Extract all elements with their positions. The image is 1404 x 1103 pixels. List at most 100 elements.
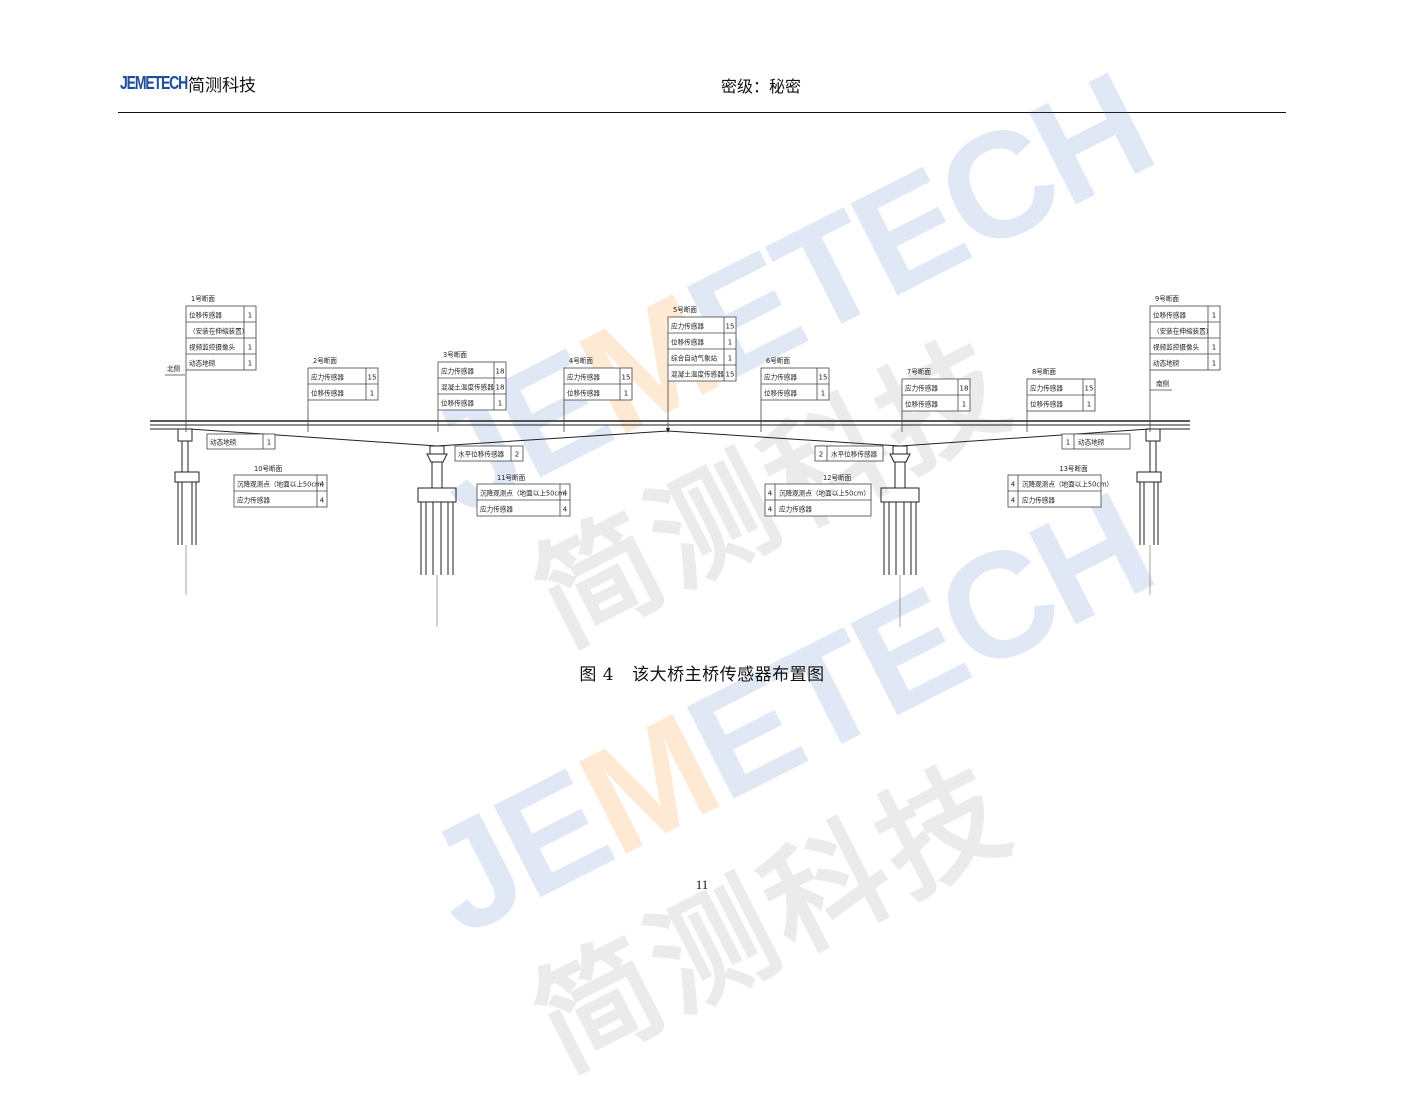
pier-section-10-title: 10号断面 xyxy=(254,464,283,473)
deck-box-2-row-count: 2 xyxy=(515,451,519,459)
section-7-row-count: 18 xyxy=(960,385,969,393)
section-1-row-count: 1 xyxy=(248,344,252,352)
section-9-row-text: 位移传感器 xyxy=(1153,311,1186,320)
pier-right-capital xyxy=(889,453,911,463)
pier-right-footing xyxy=(880,487,920,503)
section-2-row-text: 位移传感器 xyxy=(311,389,344,398)
deck-box-2-row-text: 水平位移传感器 xyxy=(458,450,505,459)
section-3-row-count: 18 xyxy=(496,384,505,392)
section-5-row-count: 1 xyxy=(728,355,732,363)
pier-section-11-row-text: 沉降观测点（地面以上50cm） xyxy=(480,489,571,498)
section-7-row-count: 1 xyxy=(962,401,966,409)
section-7-title: 7号断面 xyxy=(907,367,931,376)
section-5-row-text: 位移传感器 xyxy=(671,338,704,347)
deck-box-4-frame xyxy=(1061,433,1131,450)
bridge-structure xyxy=(150,420,1190,575)
secrecy-level: 密级：秘密 xyxy=(721,77,802,96)
deck-box-2-frame xyxy=(454,445,524,462)
section-9-row-text: （安装在伸缩装置） xyxy=(1153,327,1212,336)
section-7-row-text: 应力传感器 xyxy=(905,384,938,393)
figure-number: 图 4 xyxy=(579,665,615,685)
section-2-row-text: 应力传感器 xyxy=(311,373,344,382)
section-1-row-text: 视频监控摄像头 xyxy=(189,343,236,352)
pier-section-13-row-count: 4 xyxy=(1011,497,1016,505)
pier-section-11-row-count: 4 xyxy=(563,490,568,498)
section-8-row-count: 1 xyxy=(1087,401,1091,409)
deck-box-3-row-count: 2 xyxy=(819,451,823,459)
section-5-row-text: 应力传感器 xyxy=(671,322,704,331)
section-1-row-count: 1 xyxy=(248,360,252,368)
section-1-row-count: 1 xyxy=(248,312,252,320)
company-logo: JEMETECH 简测科技 xyxy=(120,72,256,96)
pier-section-11-row-text: 应力传感器 xyxy=(480,505,513,514)
pier-section-10-row-text: 应力传感器 xyxy=(237,496,270,505)
section-1-title: 1号断面 xyxy=(191,294,215,303)
pier-section-10-row-text: 沉降观测点（地面以上50cm） xyxy=(237,480,328,489)
section-3-row-count: 1 xyxy=(498,400,502,408)
section-9-row-text: 视频监控摄像头 xyxy=(1153,343,1200,352)
section-2-row-count: 1 xyxy=(370,390,374,398)
section-2-title: 2号断面 xyxy=(313,356,337,365)
section-6-row-text: 应力传感器 xyxy=(764,373,797,382)
section-5-row-text: 综合自动气象站 xyxy=(671,354,718,363)
section-5-title: 5号断面 xyxy=(673,305,697,314)
abutment-north-cap xyxy=(177,428,193,442)
pier-section-10-row-count: 4 xyxy=(320,481,325,489)
section-3-title: 3号断面 xyxy=(443,350,467,359)
pier-section-13-title: 13号断面 xyxy=(1060,464,1089,473)
pier-section-11-row-count: 4 xyxy=(563,506,568,514)
abutment-south-footing xyxy=(1136,471,1162,483)
pier-section-10-row-count: 4 xyxy=(320,497,325,505)
pier-section-12-title: 12号断面 xyxy=(823,473,852,482)
header-divider xyxy=(118,112,1286,113)
section-3-row-text: 位移传感器 xyxy=(441,399,474,408)
section-8-row-count: 15 xyxy=(1085,385,1094,393)
section-6-row-count: 1 xyxy=(821,390,825,398)
section-3-row-text: 应力传感器 xyxy=(441,367,474,376)
deck-box-4-row-count: 1 xyxy=(1066,439,1070,447)
section-4-row-text: 应力传感器 xyxy=(567,373,600,382)
pier-section-12-row-count: 4 xyxy=(768,506,773,514)
section-2-row-count: 15 xyxy=(368,374,377,382)
section-9-row-text: 动态地磅 xyxy=(1153,359,1180,368)
deck-box-1-frame xyxy=(206,433,276,450)
section-6-row-count: 15 xyxy=(819,374,828,382)
pier-section-12-row-text: 沉降观测点（地面以上50cm） xyxy=(779,489,870,498)
pier-left-bearing xyxy=(429,445,445,455)
section-7-row-text: 位移传感器 xyxy=(905,400,938,409)
abutment-north xyxy=(174,428,200,545)
section-1-row-text: 动态地磅 xyxy=(189,359,216,368)
section-1-row-text: （安装在伸缩装置） xyxy=(189,327,248,336)
section-9-title: 9号断面 xyxy=(1155,294,1179,303)
section-8-row-text: 位移传感器 xyxy=(1030,400,1063,409)
section-5-row-count: 15 xyxy=(726,371,735,379)
pier-left-capital xyxy=(426,453,448,463)
abutment-south xyxy=(1136,428,1162,545)
deck-box-3-frame xyxy=(814,445,884,462)
page-number: 11 xyxy=(695,877,709,892)
deck-box-4-row-text: 动态地磅 xyxy=(1078,438,1105,447)
deck-box-3-row-text: 水平位移传感器 xyxy=(831,450,878,459)
section-8-title: 8号断面 xyxy=(1032,367,1056,376)
section-3-frame xyxy=(437,361,507,411)
north-label: 北侧 xyxy=(167,364,181,373)
section-1-row-text: 位移传感器 xyxy=(189,311,222,320)
section-5-row-count: 15 xyxy=(726,323,735,331)
pier-right xyxy=(880,445,920,575)
section-9-row-count: 1 xyxy=(1212,360,1216,368)
logo-chinese-text: 简测科技 xyxy=(188,75,256,96)
abutment-south-cap xyxy=(1145,428,1161,442)
pier-left xyxy=(417,445,457,575)
pier-section-11-title: 11号断面 xyxy=(497,473,526,482)
section-9-row-count: 1 xyxy=(1212,344,1216,352)
deck-box-1-row-count: 1 xyxy=(267,439,271,447)
girder-soffit-line xyxy=(189,428,1151,447)
south-label: 南侧 xyxy=(1156,379,1170,388)
logo-latin-text: JEMETECH xyxy=(120,72,188,93)
pier-section-13-row-text: 应力传感器 xyxy=(1022,496,1055,505)
section-4-row-count: 15 xyxy=(622,374,631,382)
section-3-row-count: 18 xyxy=(496,368,505,376)
